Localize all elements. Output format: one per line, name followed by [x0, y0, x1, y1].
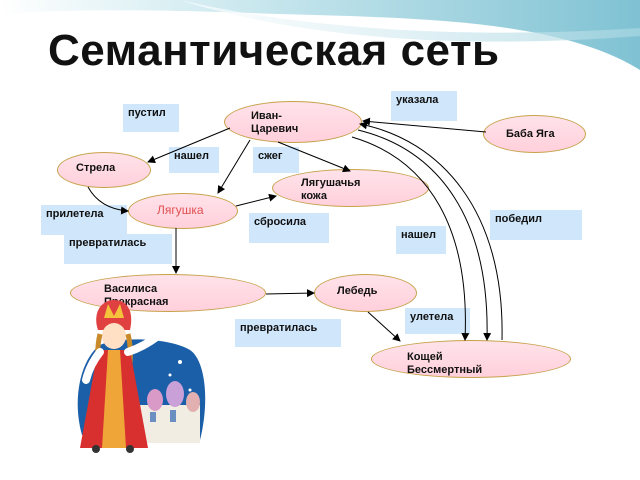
node-label: Лебедь — [337, 285, 378, 297]
node-label: Лягушачья кожа — [301, 177, 361, 202]
node-lebed: Лебедь — [314, 274, 417, 312]
relation-pobedil: победил — [490, 210, 582, 240]
relation-prevratilas-2: превратилась — [235, 319, 341, 347]
node-label: Иван- Царевич — [251, 110, 299, 135]
edge-baba-yaga-ivan — [362, 117, 487, 133]
relation-sbrosila: сбросила — [249, 213, 329, 243]
edge-lebed-koshchei — [367, 311, 401, 342]
node-lyagushka: Лягушка — [128, 193, 238, 229]
relation-pustil: пустил — [123, 104, 179, 132]
edge-ivan-koshchei-2 — [351, 136, 470, 341]
relation-label: победил — [495, 213, 543, 225]
relation-priletela: прилетела — [41, 205, 127, 235]
edge-ivan-strela — [147, 127, 231, 164]
relation-label: указала — [396, 94, 439, 106]
relation-uletela: улетела — [405, 308, 470, 334]
node-label: Стрела — [76, 162, 116, 174]
edge-vasilisa-lebed — [265, 289, 315, 298]
relation-prevratilas-1: превратилась — [64, 234, 172, 264]
edge-strela-lyagushka — [87, 186, 129, 215]
edge-ivan-lyagushka — [217, 139, 251, 194]
node-label: Кощей Бессмертный — [407, 351, 483, 376]
relation-label: нашел — [401, 229, 437, 241]
node-label: Лягушка — [157, 203, 204, 217]
node-koshchei-bessmertny: Кощей Бессмертный — [371, 340, 571, 378]
onion-domes-image — [140, 381, 200, 443]
edge-lyagushka-kozha — [235, 193, 277, 207]
node-baba-yaga: Баба Яга — [483, 115, 586, 153]
relation-nashel-2: нашел — [396, 226, 446, 254]
slide-title: Семантическая сеть — [48, 26, 500, 75]
relation-zheg: сжег — [253, 147, 299, 173]
edge-ivan-koshchei-1 — [357, 129, 492, 341]
relation-ukazala: указала — [391, 91, 457, 121]
edge-ivan-kozha — [277, 141, 351, 173]
relation-label: сжег — [258, 150, 283, 162]
node-vasilisa-prekrasnaya: Василиса Прекрасная — [70, 274, 266, 312]
relation-nashel-1: нашел — [169, 147, 219, 173]
node-lyagushachya-kozha: Лягушачья кожа — [272, 169, 429, 207]
relation-label: превратилась — [240, 322, 318, 334]
relation-label: прилетела — [46, 208, 104, 220]
node-ivan-tsarevich: Иван- Царевич — [224, 101, 362, 143]
edge-koshchei-ivan — [359, 121, 503, 341]
node-strela: Стрела — [57, 152, 151, 188]
relation-label: превратилась — [69, 237, 147, 249]
relation-label: нашел — [174, 150, 210, 162]
relation-label: улетела — [410, 311, 454, 323]
relation-label: пустил — [128, 107, 166, 119]
relation-label: сбросила — [254, 216, 307, 228]
princess-image — [80, 300, 162, 453]
node-label: Баба Яга — [506, 128, 555, 140]
